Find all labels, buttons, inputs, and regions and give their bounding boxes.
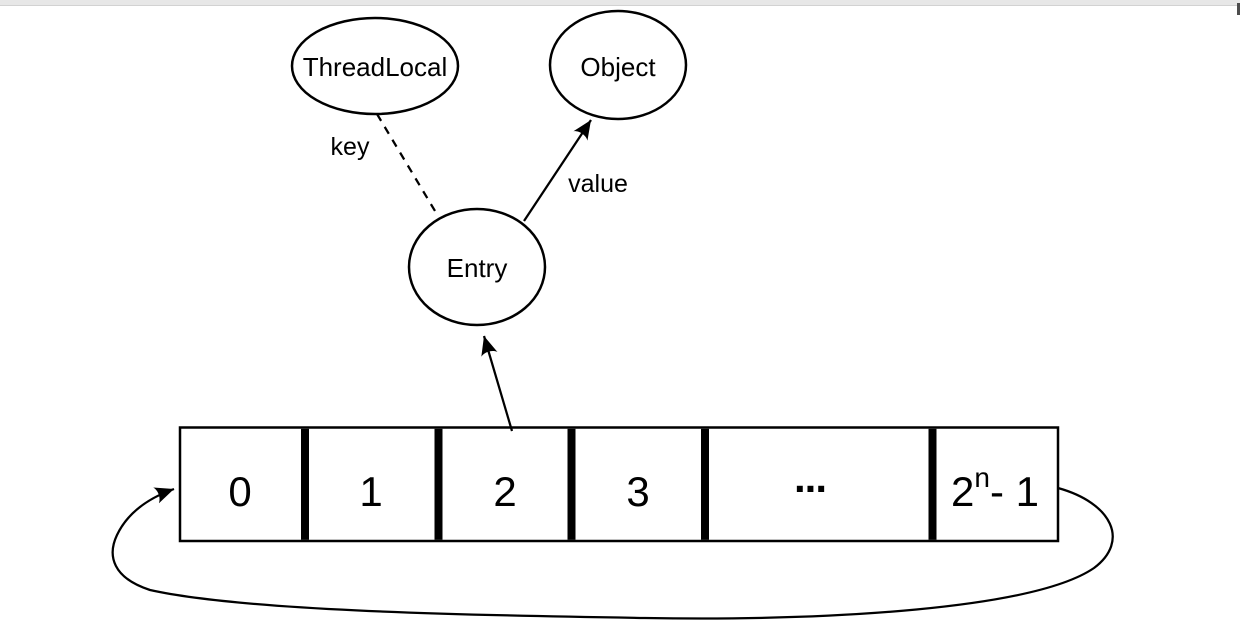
key-edge-label: key: [331, 133, 370, 161]
entry-label: Entry: [447, 253, 508, 283]
threadlocal-node: ThreadLocal: [290, 16, 460, 116]
array-cell-2: 2: [493, 468, 516, 515]
bucket-to-entry-arrow: [481, 335, 514, 432]
array-cell-0: 0: [228, 468, 251, 515]
array-outline: [178, 426, 1060, 543]
array-divider: [928, 428, 937, 540]
bucket-array: 0 1 2 3 ... 2n- 1: [178, 426, 1060, 543]
array-divider: [301, 428, 309, 540]
array-cell-ellipsis: ...: [794, 454, 826, 501]
top-bar: [0, 0, 1240, 6]
object-ellipse: [548, 9, 688, 121]
array-cell-last-sup: n: [974, 462, 990, 493]
array-cell-last-rest: - 1: [990, 468, 1039, 515]
array-cell-1: 1: [359, 468, 382, 515]
entry-ellipse: [407, 207, 547, 327]
wraparound-arrow: [111, 486, 1114, 620]
array-divider: [567, 428, 576, 540]
object-label: Object: [580, 52, 656, 82]
object-node: Object: [548, 9, 688, 121]
array-cell-3: 3: [626, 468, 649, 515]
threadlocal-ellipse: [290, 16, 460, 116]
threadlocal-label: ThreadLocal: [303, 52, 448, 82]
scrollbar-fragment[interactable]: [1237, 3, 1240, 15]
key-edge: [376, 113, 439, 217]
array-cell-last: 2n- 1: [951, 462, 1039, 515]
array-cell-last-base: 2: [951, 468, 974, 515]
value-edge-label: value: [568, 170, 628, 198]
value-edge: [523, 119, 592, 222]
array-divider: [701, 428, 709, 540]
array-divider: [434, 428, 443, 540]
entry-node: Entry: [407, 207, 547, 327]
